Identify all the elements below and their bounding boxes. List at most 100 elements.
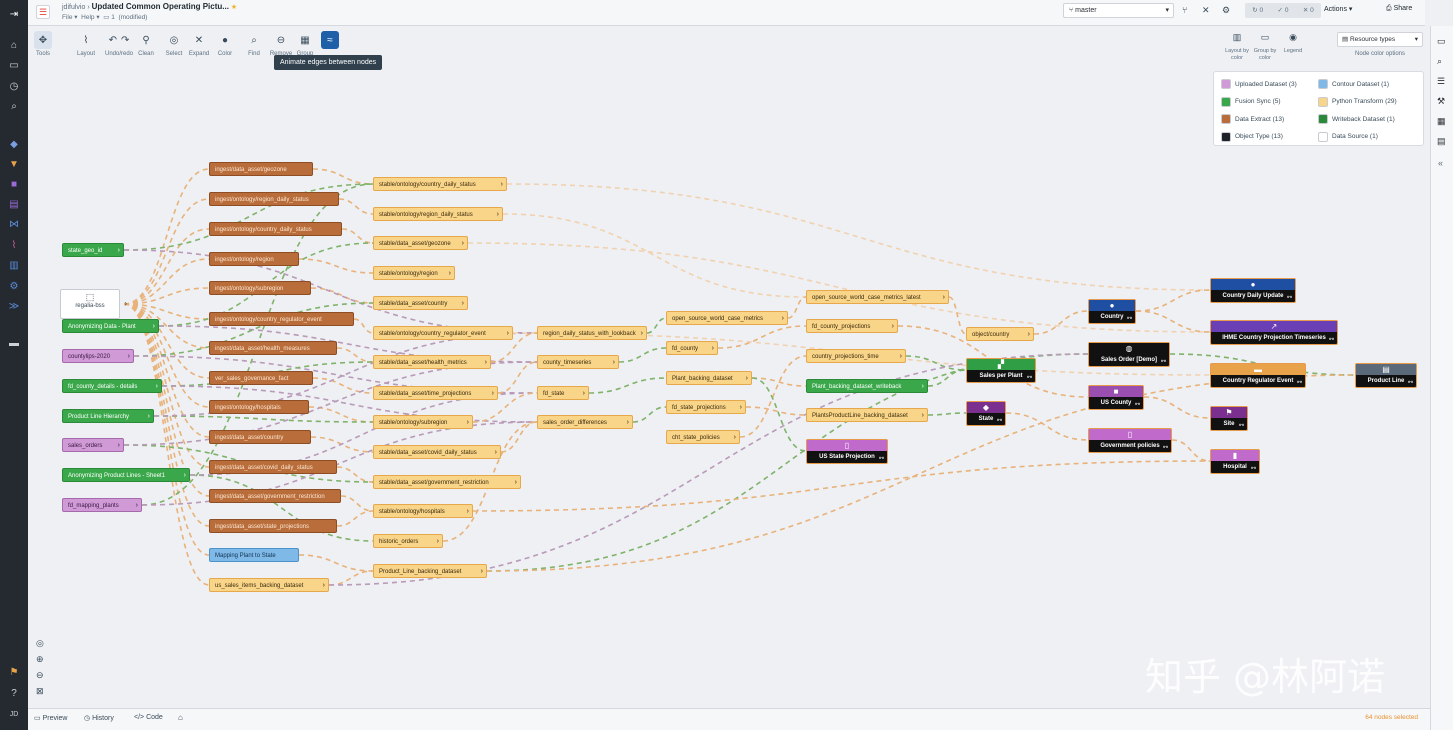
object-type-node[interactable]: ●Country Daily Update⚯: [1210, 278, 1296, 303]
tools-icon[interactable]: ✕: [1202, 5, 1210, 15]
app-icon-1[interactable]: ◆: [10, 138, 18, 150]
settings-icon[interactable]: ⚙: [1222, 5, 1231, 15]
lineage-node[interactable]: ingest/data_asset/health_measures: [209, 341, 337, 355]
object-type-node[interactable]: ●Country⚯: [1088, 299, 1136, 324]
lineage-node[interactable]: Product Line Hierarchy›: [62, 409, 154, 423]
chevron-right-icon[interactable]: ›: [117, 442, 120, 449]
chevron-right-icon[interactable]: ›: [183, 472, 186, 479]
lineage-node[interactable]: ingest/ontology/country_regulator_event: [209, 312, 354, 326]
apps-icon[interactable]: ▬: [9, 337, 19, 349]
notifications-icon[interactable]: ⚑: [9, 666, 19, 678]
lineage-node[interactable]: fd_county_details - details›: [62, 379, 162, 393]
link-icon[interactable]: ⚯: [1026, 375, 1032, 381]
app-icon-4[interactable]: ▤: [9, 198, 19, 210]
lineage-node[interactable]: ver_sales_governance_fact: [209, 371, 313, 385]
app-icon-2[interactable]: ▼: [9, 158, 19, 170]
undo-tool-button[interactable]: ↶↷: [103, 31, 135, 49]
lineage-node[interactable]: state_geo_id›: [62, 243, 124, 257]
pin-icon[interactable]: ⌂: [178, 713, 183, 722]
object-type-node[interactable]: ▤Product Line⚯: [1355, 363, 1417, 388]
share-button[interactable]: ⎙ Share: [1386, 5, 1413, 12]
recent-icon[interactable]: ◷: [9, 80, 19, 92]
chevron-right-icon[interactable]: ›: [127, 353, 130, 360]
link-icon[interactable]: ⚯: [1160, 359, 1166, 365]
chevron-right-icon[interactable]: ›: [152, 323, 155, 330]
lineage-node[interactable]: us_sales_items_backing_dataset›: [209, 578, 329, 592]
chevron-right-icon[interactable]: ›: [496, 211, 499, 218]
lineage-node[interactable]: sales_order_differences›: [537, 415, 633, 429]
legend-button[interactable]: ◉: [1285, 32, 1301, 46]
chevron-right-icon[interactable]: ›: [921, 383, 924, 390]
link-icon[interactable]: ⚯: [1407, 380, 1413, 386]
lineage-node[interactable]: country_projections_time›: [806, 349, 906, 363]
expand-tool-button[interactable]: ✕: [190, 31, 208, 49]
find-tool-button[interactable]: ⌕: [245, 31, 263, 49]
link-icon[interactable]: ⚯: [1134, 402, 1140, 408]
lineage-node[interactable]: Mapping Plant to State: [209, 548, 299, 562]
chevron-right-icon[interactable]: ›: [135, 502, 138, 509]
lineage-node[interactable]: ingest/ontology/hospitals: [209, 400, 309, 414]
chevron-right-icon[interactable]: ›: [124, 299, 127, 308]
clean-tool-button[interactable]: ⚲: [137, 31, 155, 49]
lineage-node[interactable]: historic_orders›: [373, 534, 443, 548]
lineage-node[interactable]: PlantsProductLine_backing_dataset›: [806, 408, 928, 422]
collapse-panel-icon[interactable]: «: [1438, 158, 1444, 168]
chevron-right-icon[interactable]: ›: [942, 294, 945, 301]
object-type-node[interactable]: ⚑Site⚯: [1210, 406, 1248, 431]
lineage-node[interactable]: ingest/ontology/region: [209, 252, 299, 266]
lineage-node[interactable]: Product_Line_backing_dataset›: [373, 564, 487, 578]
grid-tool-button[interactable]: ▦: [296, 31, 314, 49]
app-icon-3[interactable]: ■: [10, 178, 18, 190]
lineage-node[interactable]: stable/data_asset/time_projections›: [373, 386, 498, 400]
group-by-color-button[interactable]: ▭: [1257, 32, 1273, 46]
lineage-node[interactable]: county_timeseries›: [537, 355, 619, 369]
lineage-node[interactable]: countylips-2020›: [62, 349, 134, 363]
reset-view-icon[interactable]: ⊠: [36, 686, 44, 696]
app-icon-5[interactable]: ⋈: [9, 218, 19, 230]
chevron-right-icon[interactable]: ›: [500, 181, 503, 188]
chevron-right-icon[interactable]: ›: [461, 300, 464, 307]
remove-tool-button[interactable]: ⊖: [272, 31, 290, 49]
search-panel-icon[interactable]: ⌕: [1437, 56, 1443, 66]
app-icon-7[interactable]: ▥: [9, 259, 19, 271]
help-menu[interactable]: Help ▾: [81, 14, 100, 21]
tab-code[interactable]: </> Code: [134, 714, 163, 721]
lineage-node[interactable]: stable/data_asset/government_restriction…: [373, 475, 521, 489]
lineage-node[interactable]: stable/ontology/hospitals›: [373, 504, 473, 518]
layout-tool-button[interactable]: ⌇: [77, 31, 95, 49]
chevron-right-icon[interactable]: ›: [491, 390, 494, 397]
object-type-node[interactable]: ▯Government policies⚯: [1088, 428, 1172, 453]
tab-preview[interactable]: ▭ Preview: [34, 715, 68, 722]
branch-select[interactable]: ⑂ master ▾: [1063, 3, 1174, 18]
list-icon[interactable]: ☰: [1437, 76, 1446, 86]
lineage-node[interactable]: ingest/data_asset/covid_daily_status: [209, 460, 337, 474]
node-color-select[interactable]: ▤ Resource types ▾: [1337, 32, 1423, 47]
lineage-node[interactable]: fd_mapping_plants›: [62, 498, 142, 512]
page-title[interactable]: Updated Common Operating Pictu...: [91, 2, 229, 11]
lineage-node[interactable]: sales_orders›: [62, 438, 124, 452]
chevron-right-icon[interactable]: ›: [514, 479, 517, 486]
lineage-node[interactable]: cht_state_policies›: [666, 430, 740, 444]
chevron-right-icon[interactable]: ›: [626, 419, 629, 426]
app-icon-9[interactable]: ≫: [8, 300, 20, 312]
file-menu[interactable]: File ▾: [62, 14, 78, 21]
chevron-right-icon[interactable]: ›: [733, 434, 736, 441]
chevron-right-icon[interactable]: ›: [322, 582, 325, 589]
chevron-right-icon[interactable]: ›: [466, 419, 469, 426]
object-type-node[interactable]: ▬Country Regulator Event⚯: [1210, 363, 1306, 388]
lineage-node[interactable]: ingest/data_asset/geozone: [209, 162, 313, 176]
lineage-node[interactable]: fd_county›: [666, 341, 718, 355]
object-type-node[interactable]: ◆State⚯: [966, 401, 1006, 426]
lineage-node[interactable]: fd_county_projections›: [806, 319, 898, 333]
table-icon[interactable]: ▤: [1437, 136, 1446, 146]
lineage-node[interactable]: stable/ontology/country_regulator_event›: [373, 326, 513, 340]
lineage-node[interactable]: ingest/data_asset/state_projections: [209, 519, 337, 533]
chevron-right-icon[interactable]: ›: [1027, 331, 1030, 338]
search-icon[interactable]: ⌕: [11, 100, 17, 112]
link-icon[interactable]: ⚯: [1162, 445, 1168, 451]
lineage-node[interactable]: region_daily_status_with_lookback›: [537, 326, 647, 340]
zoom-out-icon[interactable]: ⊖: [36, 670, 44, 680]
files-icon[interactable]: ▭: [9, 59, 19, 71]
chevron-right-icon[interactable]: ›: [612, 359, 615, 366]
expand-sidebar-icon[interactable]: ⇥: [9, 8, 19, 20]
